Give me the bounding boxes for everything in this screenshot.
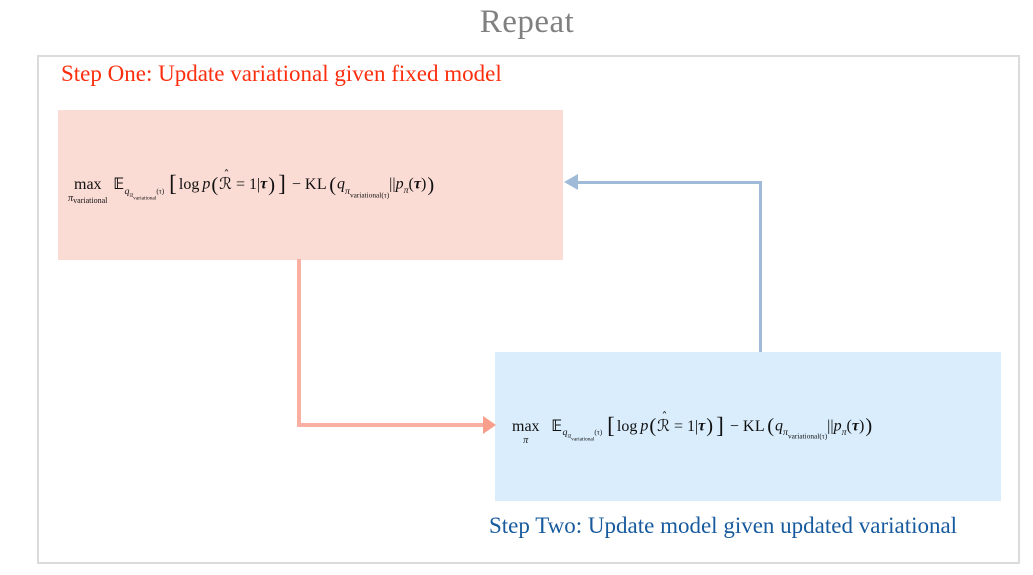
kl-right-paren: ) <box>427 173 435 196</box>
arrow-segment-horizontal <box>297 423 483 427</box>
expectation-subscript: qπvariational(τ) <box>562 427 603 443</box>
variational-q: q <box>337 176 346 194</box>
variational-q: q <box>775 417 784 435</box>
prior-p-subscript: π <box>841 427 847 439</box>
hat-accent: ˆ <box>661 409 668 424</box>
minus-sign: − <box>729 417 739 435</box>
hat-accent: ˆ <box>223 168 230 183</box>
left-bracket: [ <box>607 412 615 439</box>
max-subscript: πvariational <box>68 193 108 206</box>
double-bars: || <box>389 176 396 194</box>
log-operator: log <box>178 176 200 194</box>
tau-variable: τ <box>851 417 859 435</box>
minus-sign: − <box>291 176 301 194</box>
step-two-heading: Step Two: Update model given updated var… <box>489 513 958 538</box>
prior-p-subscript: π <box>403 185 409 197</box>
page-title: Repeat <box>479 4 575 40</box>
log-operator: log <box>616 417 638 435</box>
max-subscript: π <box>523 434 529 446</box>
variational-q-subscript: πvariational(τ) <box>345 185 390 199</box>
right-bracket: ] <box>716 412 724 439</box>
equals-one-given: = 1| <box>235 176 261 194</box>
density-p: p <box>202 176 211 194</box>
variational-q-subscript: πvariational(τ) <box>783 427 828 441</box>
expectation-symbol: 𝔼 <box>113 174 125 194</box>
tau-variable: τ <box>413 176 421 194</box>
right-paren: ) <box>706 415 714 438</box>
expectation-symbol: 𝔼 <box>551 415 563 435</box>
prior-p: p <box>833 417 842 435</box>
arrow-segment-vertical <box>759 181 762 352</box>
kl-right-paren: ) <box>865 415 873 438</box>
density-p: p <box>640 417 649 435</box>
prior-p: p <box>395 176 404 194</box>
arrow-segment-vertical <box>297 259 301 426</box>
left-paren: ( <box>649 415 657 438</box>
tau-variable: τ <box>698 417 706 435</box>
right-bracket: ] <box>278 171 286 198</box>
kl-left-paren: ( <box>329 173 337 196</box>
kl-left-paren: ( <box>767 415 775 438</box>
expectation-subscript: qπvariational(τ) <box>124 185 165 202</box>
kl-divergence-label: KL <box>742 417 766 435</box>
left-bracket: [ <box>169 171 177 198</box>
equals-one-given: = 1| <box>673 417 699 435</box>
arrow-segment-horizontal <box>578 181 762 184</box>
arrowhead-right-icon <box>483 416 496 434</box>
kl-divergence-label: KL <box>304 176 328 194</box>
step-one-heading: Step One: Update variational given fixed… <box>61 61 502 86</box>
double-bars: || <box>827 417 834 435</box>
tau-variable: τ <box>260 176 268 194</box>
left-paren: ( <box>211 173 219 196</box>
arrowhead-left-icon <box>564 174 578 190</box>
right-paren: ) <box>268 173 276 196</box>
